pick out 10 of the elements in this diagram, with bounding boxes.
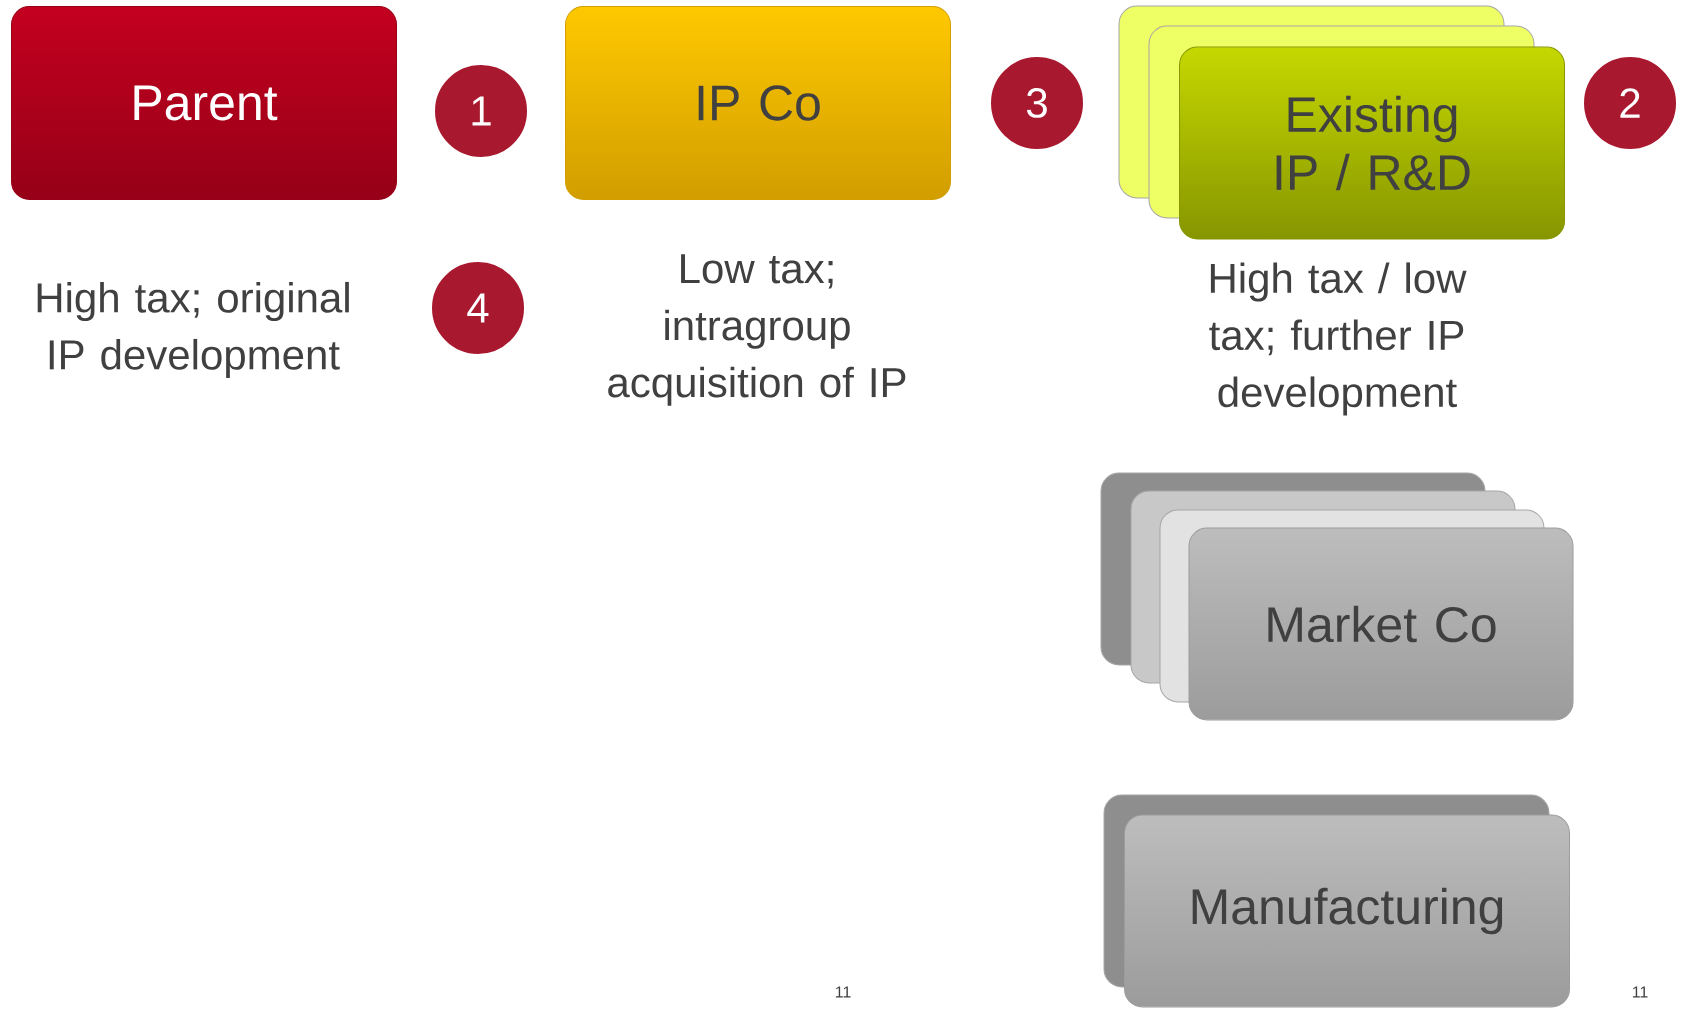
page-number: 11 xyxy=(835,986,851,998)
rounded-box: Parent xyxy=(11,6,397,200)
rounded-box: IP Co xyxy=(565,6,951,200)
description-text: Low tax; intragroup acquisition of IP xyxy=(608,254,906,406)
page-number: 11 xyxy=(1632,986,1648,998)
description-text: High tax / low tax; further IP development xyxy=(1209,262,1467,416)
stacked-box: Market Co xyxy=(1100,472,1574,721)
description-text: High tax; original IP development xyxy=(37,281,349,379)
stacked-box: Existing IP / R&D xyxy=(1118,5,1565,240)
stacked-box: Manufacturing xyxy=(1103,794,1570,1008)
